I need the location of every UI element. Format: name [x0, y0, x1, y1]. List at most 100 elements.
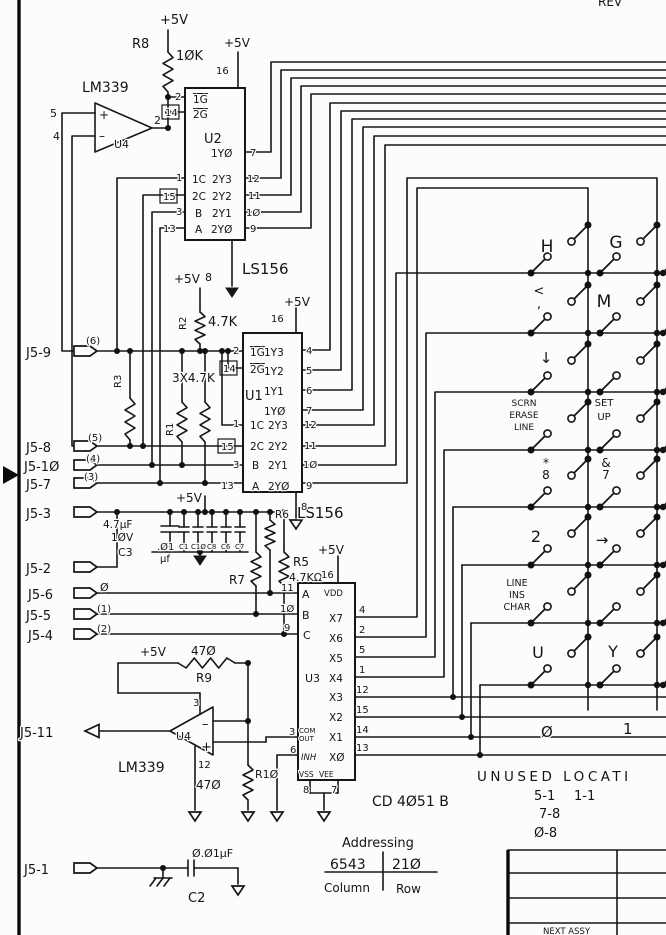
- u3-pin9: 9: [284, 623, 290, 634]
- u3-com: COM: [299, 727, 315, 735]
- u2-pin7: 7: [250, 148, 256, 159]
- capbank-unit: µf: [160, 554, 170, 565]
- u2-pin10: 1Ø: [246, 207, 260, 219]
- u3-plus5v: +5V: [318, 543, 345, 557]
- key-g: G: [596, 221, 661, 277]
- components: [73, 51, 483, 897]
- connector-pin-icon: [73, 862, 99, 874]
- u3-pin1: 1: [359, 665, 365, 676]
- u2-1c: 1C: [192, 174, 206, 186]
- u1-pin8: 8: [301, 502, 307, 513]
- c2-val: Ø.Ø1µF: [192, 847, 233, 860]
- connector-pin-icon: [73, 608, 99, 620]
- addr-row-word: Row: [396, 882, 421, 896]
- unused-2: 1-1: [574, 789, 595, 804]
- u4b-part: LM339: [118, 760, 165, 776]
- r10-val: 47Ø: [196, 778, 221, 792]
- u2-part: LS156: [242, 260, 289, 278]
- j5-5-wireno: (1): [97, 604, 111, 615]
- u4b-ref: U4: [176, 730, 191, 743]
- ground-symbol: [230, 885, 246, 897]
- j5-9-label: J5-9: [25, 346, 51, 361]
- key-u-legend: U: [532, 643, 544, 662]
- matrix-col-1: 1: [623, 720, 633, 738]
- u4a-pin5: 5: [50, 107, 57, 120]
- u3-x1: X1: [329, 732, 343, 744]
- key-line-ins-char-legend: LINE: [506, 578, 527, 589]
- u3-pin16: 16: [321, 570, 334, 581]
- j5-6-label: J5-6: [27, 588, 53, 603]
- u1-pin11: 11: [304, 441, 317, 452]
- j5-2-label: J5-2: [25, 562, 51, 577]
- u2-pin13: 13: [163, 224, 176, 235]
- u1-pin10: 1Ø: [303, 459, 317, 471]
- j5-8-wireno: (5): [88, 433, 102, 444]
- u1-2g: 2G: [250, 364, 265, 376]
- key-line-ins-char-legend: INS: [509, 590, 525, 601]
- c7-ref: C7: [235, 543, 244, 551]
- key-comma: <,: [527, 281, 592, 337]
- u3-pin4: 4: [359, 605, 365, 616]
- u2-gnd-plus5v: +5V: [174, 272, 201, 286]
- key-scrn-erase-line-legend: SCRN: [512, 399, 537, 409]
- key-line-ins-char-legend: CHAR: [504, 602, 531, 613]
- u1-pin13: 13: [221, 481, 234, 492]
- u3-pin13: 13: [356, 743, 369, 754]
- r9-ref: R9: [196, 671, 212, 685]
- u3-x0: XØ: [329, 752, 344, 764]
- u3-x4: X4: [329, 673, 343, 685]
- u1-2y3: 2Y3: [268, 420, 288, 432]
- u4a-plus: +: [99, 108, 109, 122]
- key-g-legend: G: [609, 233, 622, 253]
- key-star-8: *8: [527, 455, 592, 511]
- connector-pin-icon: [73, 477, 99, 489]
- u2-a: A: [195, 224, 203, 236]
- key-m: M: [595, 281, 661, 337]
- res-trio-val: 3X4.7K: [172, 371, 216, 385]
- ground-symbol: [225, 287, 239, 298]
- r5-ref: R5: [293, 555, 309, 569]
- j5-9-wireno: (6): [86, 336, 100, 347]
- u1-2c: 2C: [250, 441, 264, 453]
- key-amp-7-legend: &: [601, 456, 610, 470]
- u1-1y0: 1YØ: [264, 406, 285, 418]
- u2-2y2: 2Y2: [212, 191, 232, 203]
- u4b-pin12: 12: [198, 760, 211, 771]
- key-down-arrow: ↓: [527, 340, 592, 396]
- key-comma-legend: ,: [537, 297, 541, 312]
- key-right-arrow-legend: →: [596, 531, 609, 549]
- ground-symbol: [240, 811, 256, 823]
- u2-2c: 2C: [192, 191, 206, 203]
- u2-pin8: 8: [205, 271, 212, 284]
- key-h: H: [527, 221, 592, 277]
- matrix-col-0: Ø: [541, 723, 553, 741]
- c2-ref: C2: [188, 891, 205, 906]
- u1-pin9: 9: [306, 481, 312, 492]
- u1-pin3: 3: [233, 460, 239, 471]
- u1-pin1: 1: [233, 419, 239, 430]
- unused-1: 5-1: [534, 789, 555, 804]
- connector-pin-icon: [73, 440, 99, 452]
- key-amp-7-legend: 7: [602, 468, 610, 482]
- u4a-pin4: 4: [53, 130, 60, 143]
- u4a-pin2: 2: [154, 114, 161, 127]
- u1-plus5v: +5V: [284, 295, 311, 309]
- u3-x7: X7: [329, 613, 343, 625]
- u3-a: A: [302, 588, 310, 601]
- u2-pin11: 11: [248, 191, 261, 202]
- u1-1y1: 1Y1: [264, 386, 284, 398]
- u2-pin9: 9: [250, 224, 256, 235]
- r9-val: 47Ø: [191, 644, 216, 658]
- ground-symbol: [193, 555, 207, 566]
- key-right-arrow: →: [594, 513, 661, 569]
- rail-plus5v: +5V: [176, 491, 203, 505]
- capbank-val: .Ø1: [157, 541, 174, 553]
- key-set-up-legend: UP: [597, 412, 610, 423]
- connector-pin-icon: [82, 723, 100, 739]
- key-u: U: [527, 633, 592, 689]
- key-scrn-erase-line-legend: LINE: [514, 423, 534, 433]
- r2-ref: R2: [178, 317, 189, 330]
- u4a-part: LM339: [82, 80, 129, 96]
- u3-part: CD 4Ø51 B: [372, 794, 449, 810]
